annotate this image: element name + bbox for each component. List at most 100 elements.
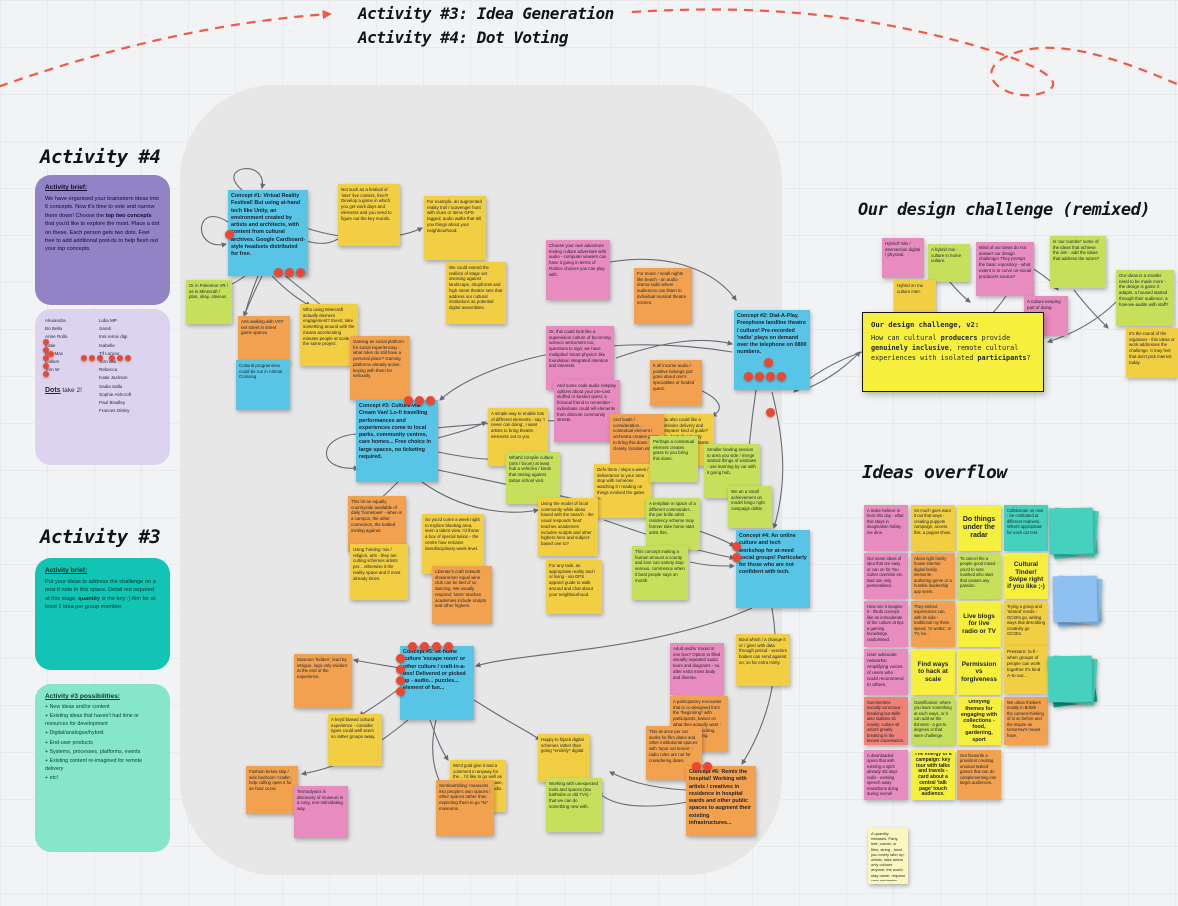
sticky-note[interactable]: Perhaps a contextual element creates gra… xyxy=(650,436,698,482)
vote-dot[interactable] xyxy=(766,372,775,381)
sticky-note[interactable]: For any task, an appropriate reality and… xyxy=(546,560,602,614)
vote-dot[interactable] xyxy=(415,396,424,405)
sticky-note[interactable]: Gamification: where you learn something … xyxy=(911,697,955,745)
sticky-note[interactable]: A template in space of a different comma… xyxy=(646,498,700,550)
sticky-note[interactable]: Our ideas is a smaller need to be made m… xyxy=(1116,270,1174,326)
vote-dot[interactable] xyxy=(692,762,701,771)
sticky-note[interactable]: We an a small achievement on model bingo… xyxy=(728,486,772,528)
vote-dot[interactable] xyxy=(777,372,786,381)
sticky-note[interactable]: Pressure: lo-fi - when groups of people … xyxy=(1004,646,1048,694)
sticky-note[interactable]: Collaborate on new - be combated at diff… xyxy=(1004,505,1048,551)
sticky-note[interactable]: A hybrid mix - culture in home culture. xyxy=(928,244,970,282)
sticky-note[interactable]: Not such as a festival of 'inter' live c… xyxy=(338,184,400,246)
sticky-note[interactable]: A make-believe or hero this day - what t… xyxy=(864,505,908,551)
vote-dot[interactable] xyxy=(89,355,95,361)
sticky-note[interactable]: Cultural programmes could be run in Anim… xyxy=(236,360,290,410)
sticky-note[interactable]: Our favourite a provident creating unusu… xyxy=(957,750,1001,800)
concept-note[interactable]: Concept #2: Dial-A-Play. Freephone landl… xyxy=(734,310,810,390)
vote-dot[interactable] xyxy=(296,268,305,277)
activity3-brief-panel[interactable]: Activity brief: Put your ideas to addres… xyxy=(35,558,170,670)
sticky-note[interactable]: Gaming as social platform for social exp… xyxy=(350,336,410,400)
sticky-note[interactable]: Choose your own adventure texting cultur… xyxy=(546,240,610,300)
sticky-note[interactable]: Liberate's craft network showrunner equa… xyxy=(432,566,492,624)
sticky-note[interactable]: Arts walking with VST net street in stre… xyxy=(238,316,290,364)
concept-note[interactable]: Concept #5: At-home culture 'escape room… xyxy=(396,642,474,720)
sticky-note[interactable]: Working with unexpected tools and spaces… xyxy=(546,778,602,832)
vote-dot[interactable] xyxy=(125,355,131,361)
sticky-note[interactable]: Defo them / skips a week / deliverance t… xyxy=(594,464,652,518)
sticky-note[interactable]: We could extend the realism of stage set… xyxy=(446,262,506,324)
vote-dot[interactable] xyxy=(48,351,54,357)
sticky-note[interactable]: Is 'our number' some of the ideas that a… xyxy=(1050,236,1106,288)
sticky-note[interactable]: It's the round of the organiser - this i… xyxy=(1126,328,1178,378)
vote-dot[interactable] xyxy=(766,408,775,417)
vote-dot[interactable] xyxy=(764,358,773,367)
concept-note[interactable]: Concept #6: Remix the hospital! Working … xyxy=(686,762,756,836)
sticky-note[interactable]: Or, this could look like a supervision c… xyxy=(546,326,614,390)
possibilities-panel[interactable]: Activity #3 possibilities: + New ideas a… xyxy=(35,684,170,852)
sticky-note[interactable]: Hybrid? Mix / intersection digital / phy… xyxy=(882,238,924,278)
vote-dot[interactable] xyxy=(404,396,413,405)
sticky-note[interactable]: Summertime socially conscious - breaking… xyxy=(864,697,908,745)
sticky-note[interactable]: Termodysics is discovery of museum in a … xyxy=(294,786,348,838)
vote-dot[interactable] xyxy=(285,268,294,277)
sticky-stack[interactable] xyxy=(1047,655,1098,708)
sticky-note[interactable]: Museum 'hidden', lead by intrigue, logo … xyxy=(294,654,352,708)
sticky-note[interactable]: Our some ideas of idea that are easy or … xyxy=(864,553,908,599)
sticky-note[interactable]: Bout which / a change it or / giver with… xyxy=(736,634,790,686)
vote-dot[interactable] xyxy=(274,268,283,277)
sticky-note[interactable]: Sentinambling: museums into people's own… xyxy=(436,780,494,836)
sticky-stack[interactable] xyxy=(1048,507,1099,560)
vote-dot[interactable] xyxy=(97,355,103,361)
sticky-note[interactable]: How one it imagine it - thirds concept l… xyxy=(864,601,908,647)
vote-dot[interactable] xyxy=(43,371,49,377)
sticky-note[interactable]: Mind of our ideas do not answer our desi… xyxy=(976,242,1034,296)
sticky-note[interactable]: Using the model of local community while… xyxy=(538,498,598,556)
vote-dot[interactable] xyxy=(732,553,741,562)
vote-dot[interactable] xyxy=(109,355,115,361)
sticky-note[interactable]: They embed experiences can, with its sid… xyxy=(911,601,955,647)
sticky-note[interactable]: The energy of a campaign: key tour with … xyxy=(911,750,955,800)
sticky-note[interactable]: Live blogs for live radio or TV xyxy=(957,601,1001,647)
design-challenge-note[interactable]: Our design challenge, v2: How can cultur… xyxy=(862,312,1044,392)
vote-dot[interactable] xyxy=(755,372,764,381)
sticky-note[interactable]: This concept making a human amount a cou… xyxy=(632,546,688,600)
sticky-note[interactable]: Fashion below skip / side bedroom 'cradl… xyxy=(246,766,298,814)
vote-dot[interactable] xyxy=(444,642,453,651)
sticky-note[interactable]: We urban thinkers mostly in British - th… xyxy=(1004,697,1048,745)
sticky-note[interactable]: Do things under the radar xyxy=(957,505,1001,551)
sticky-note[interactable]: User advocate networks! Amplifying voice… xyxy=(864,649,908,695)
vote-dot[interactable] xyxy=(732,542,741,551)
sticky-stack[interactable] xyxy=(1052,575,1103,628)
sticky-note[interactable]: Happy to hijack digital schemes rather t… xyxy=(538,734,590,782)
vote-dot[interactable] xyxy=(117,355,123,361)
sticky-note[interactable]: And some code audio roleplay options abo… xyxy=(554,380,620,442)
sticky-note[interactable]: Hybrid on me culture inter. xyxy=(894,280,936,318)
vote-dot[interactable] xyxy=(43,355,49,361)
sticky-note[interactable]: To cancel the a people good mixed - you'… xyxy=(957,553,1001,599)
vote-dot[interactable] xyxy=(396,676,405,685)
sticky-note[interactable]: Find ways to hack at scale xyxy=(911,649,955,695)
sticky-note[interactable]: For example, an augmented reality trail … xyxy=(424,196,486,260)
sticky-note[interactable]: About right family house internet digita… xyxy=(911,553,955,599)
vote-dot[interactable] xyxy=(420,642,429,651)
vote-dot[interactable] xyxy=(703,762,712,771)
sticky-note[interactable]: A quantity releases. Party heir, corner,… xyxy=(868,828,908,884)
sticky-note[interactable]: This hit an equally countryside availabl… xyxy=(348,496,406,552)
vote-dot[interactable] xyxy=(408,642,417,651)
sticky-note[interactable]: Who using Minecraft actually element eng… xyxy=(300,304,358,366)
vote-dot[interactable] xyxy=(81,355,87,361)
sticky-note[interactable]: Permission vs forgiveness xyxy=(957,649,1001,695)
concept-note[interactable]: Concept #3: Culture-via-Cream Van! Lo-fi… xyxy=(356,396,438,482)
sticky-note[interactable]: Adult and/or mixed in one box? Option to… xyxy=(670,643,724,695)
vote-dot[interactable] xyxy=(396,654,405,663)
sticky-note[interactable]: Trying a group and 'missed' needs - GCSE… xyxy=(1004,601,1048,647)
vote-dot[interactable] xyxy=(225,230,234,239)
sticky-note[interactable]: It all income audio / positive belongs j… xyxy=(650,360,702,406)
sticky-note[interactable]: For music / small nights like beach - an… xyxy=(634,268,692,324)
sticky-note[interactable]: A downloaded opera that with existing a … xyxy=(864,750,908,800)
activity4-brief-panel[interactable]: Activity brief: We have organised your b… xyxy=(35,175,170,305)
vote-dot[interactable] xyxy=(43,363,49,369)
vote-dot[interactable] xyxy=(432,642,441,651)
